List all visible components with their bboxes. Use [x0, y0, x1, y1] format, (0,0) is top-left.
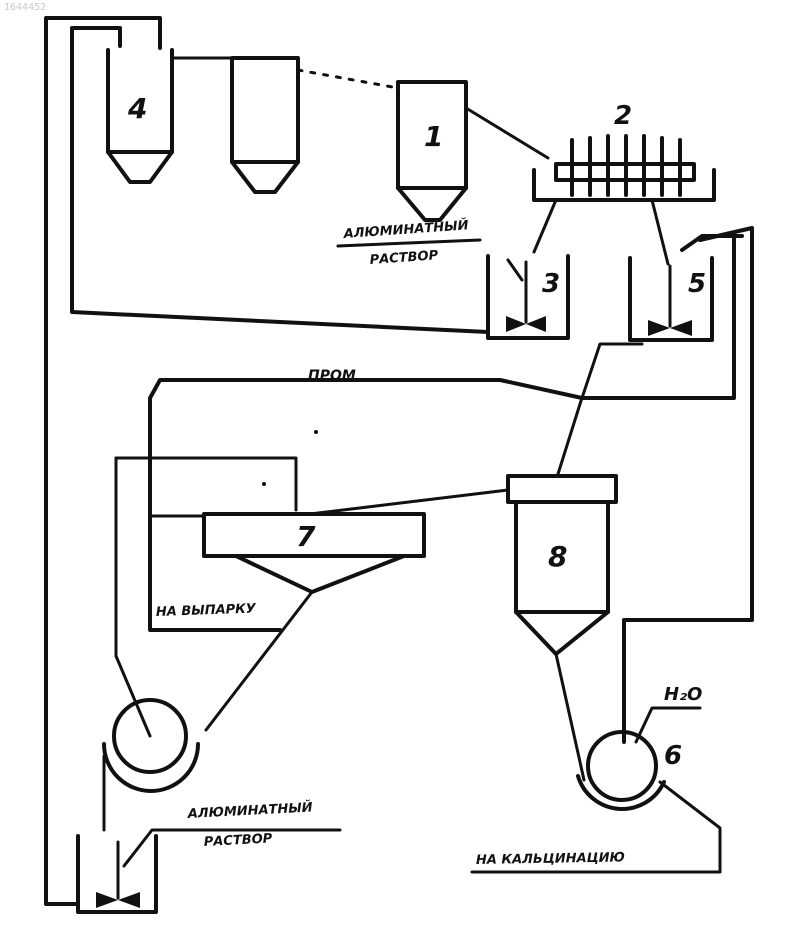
- label-aluminate-bottom-line2: РАСТВОР: [203, 831, 273, 850]
- tank-middle: [232, 58, 298, 192]
- unit-6-number: 6: [664, 741, 682, 771]
- unit-2-number: 2: [614, 101, 632, 131]
- unit-1-number: 1: [424, 120, 443, 153]
- thickener-7: 7: [204, 514, 424, 592]
- unit-3-number: 3: [542, 269, 560, 299]
- pipe-filter-to-3: [534, 200, 556, 252]
- pipe-left-outer: [46, 18, 86, 904]
- label-wash: ПРОМ: [308, 368, 356, 384]
- label-aluminate-bottom-line1: АЛЮМИНАТНЫЙ: [186, 799, 313, 822]
- pipe-filter-to-5: [652, 200, 668, 264]
- filter-2: 2: [534, 101, 714, 200]
- tank-3: 3: [488, 256, 568, 338]
- tank-1: 1: [398, 82, 466, 220]
- unit-7-number: 7: [296, 520, 316, 553]
- label-aluminate-solution-bottom: АЛЮМИНАТНЫЙ РАСТВОР: [186, 799, 313, 850]
- pipe-wash-loop: [150, 236, 734, 630]
- label-aluminate-top-line1: АЛЮМИНАТНЫЙ: [342, 217, 469, 242]
- pipe-1-to-filter-2: [466, 108, 548, 158]
- label-aluminate-solution-top: АЛЮМИНАТНЫЙ РАСТВОР: [338, 217, 480, 268]
- watermark-text: 1644452: [4, 2, 46, 13]
- pipe-5-to-8: [558, 344, 642, 474]
- pipe-feed-7: [116, 458, 296, 510]
- inlet-3: [508, 260, 522, 280]
- tank-bottom-left: [78, 836, 156, 912]
- drum-filter-left: [104, 700, 198, 791]
- dot-mark: [314, 430, 318, 434]
- unit-4-number: 4: [127, 92, 147, 125]
- label-aluminate-top-line2: РАСТВОР: [369, 248, 439, 268]
- pipe-8-to-7: [310, 490, 508, 514]
- tank-8: 8: [508, 476, 616, 654]
- tank-4: 4: [108, 50, 172, 182]
- pipe-top-loop: [86, 18, 160, 48]
- drum-filter-6: 6: [578, 732, 682, 809]
- pipe-left-to-drum: [116, 458, 150, 736]
- label-water: H₂O: [664, 684, 702, 705]
- pipe-top-loop-inner: [88, 28, 120, 46]
- tank-5: 5: [630, 258, 712, 340]
- unit-5-number: 5: [688, 269, 706, 299]
- unit-8-number: 8: [548, 540, 567, 573]
- pipe-8-to-6: [556, 654, 584, 780]
- label-to-evaporation: НА ВЫПАРКУ: [156, 601, 257, 620]
- pipe-middle-to-1: [298, 70, 398, 88]
- dot-mark: [262, 482, 266, 486]
- pipe-water-in: [636, 708, 700, 742]
- label-to-calcination: НА КАЛЬЦИНАЦИЮ: [476, 850, 625, 868]
